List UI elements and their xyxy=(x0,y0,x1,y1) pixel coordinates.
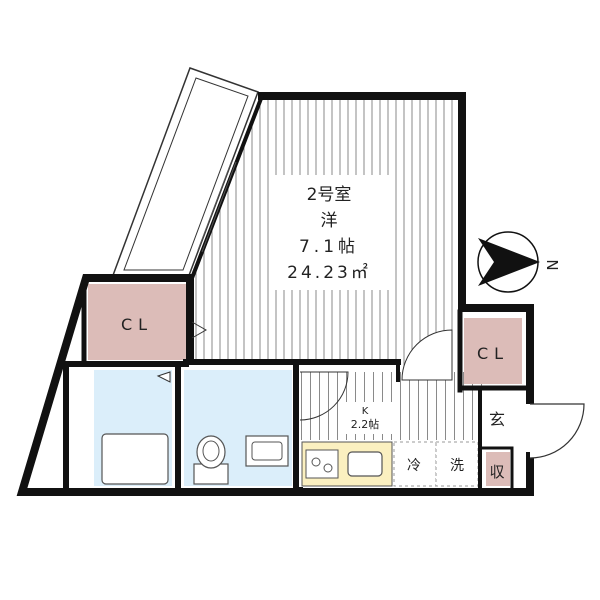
fridge-space xyxy=(393,441,437,487)
washer-label: 洗 xyxy=(450,458,464,474)
closet-left-label: CL xyxy=(121,315,153,334)
compass-arrow-icon xyxy=(478,238,540,286)
window xyxy=(197,159,237,253)
entrance-door[interactable] xyxy=(529,403,585,459)
storage xyxy=(486,452,510,486)
compass-north-label: N xyxy=(543,259,561,270)
closet-left xyxy=(88,284,186,360)
toilet xyxy=(193,435,229,485)
door-closet-left[interactable] xyxy=(191,321,208,339)
closet-right-label: CL xyxy=(477,344,509,363)
fridge-label: 冷 xyxy=(407,458,421,474)
kitchen-label-box xyxy=(338,402,392,434)
door-western[interactable] xyxy=(401,329,453,381)
room-type: 洋 xyxy=(321,211,338,231)
kitchen-size: 2.2帖 xyxy=(351,418,380,431)
kitchen-sink xyxy=(347,451,383,477)
washbasin xyxy=(245,435,289,467)
closet-right xyxy=(464,318,522,384)
door-bath[interactable] xyxy=(156,371,171,383)
storage-label: 収 xyxy=(489,463,504,481)
entrance-label: 玄 xyxy=(489,410,505,429)
bathtub xyxy=(101,433,169,485)
kitchen-floor xyxy=(300,372,486,440)
room-area: 24.23㎡ xyxy=(287,263,371,283)
door-kitchen[interactable] xyxy=(299,371,349,421)
room-size-jo: 7.1帖 xyxy=(299,237,359,257)
room-number: 2号室 xyxy=(307,185,352,205)
compass: N xyxy=(477,231,561,293)
room-label-box xyxy=(270,175,390,290)
kitchen-label: K xyxy=(362,406,369,417)
washer-space xyxy=(435,441,479,487)
stove xyxy=(305,449,339,479)
